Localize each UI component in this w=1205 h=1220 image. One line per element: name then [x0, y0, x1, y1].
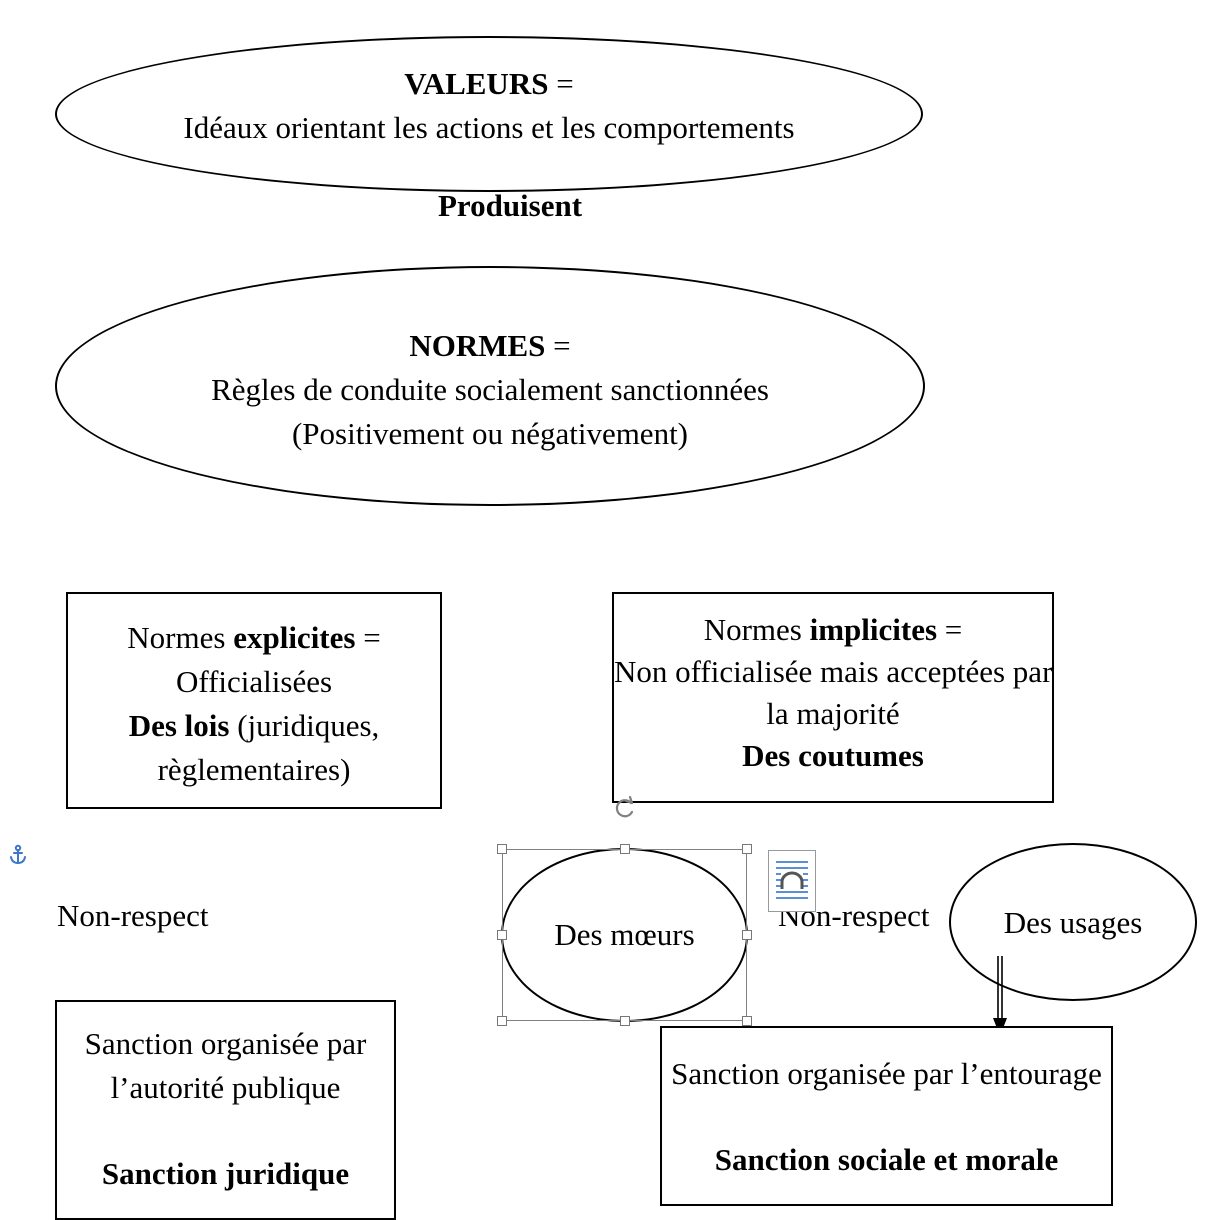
entourage-line1: Sanction organisée par l’entourage: [671, 1056, 1102, 1091]
normes-explicites-box: Normes explicites = Officialisées Des lo…: [66, 592, 442, 809]
publique-bold: Sanction juridique: [101, 1156, 350, 1191]
resize-handle[interactable]: [620, 1016, 630, 1026]
anchor-icon[interactable]: [8, 844, 28, 866]
resize-handle[interactable]: [742, 1016, 752, 1026]
produisent-label: Produisent: [437, 188, 583, 223]
double-arrow: [990, 956, 1010, 1036]
rotate-handle-icon[interactable]: [611, 794, 639, 822]
layout-options-icon[interactable]: [768, 850, 816, 912]
normes-line2: (Positivement ou négativement): [291, 416, 689, 451]
valeurs-title: VALEURS: [404, 66, 549, 101]
implicites-line2: Non officialisée mais acceptées par: [614, 654, 1053, 689]
normes-ellipse: NORMES = Règles de conduite socialement …: [55, 266, 925, 506]
resize-handle[interactable]: [620, 844, 630, 854]
usages-label: Des usages: [1003, 905, 1143, 940]
sanction-publique-box: Sanction organisée par l’autorité publiq…: [55, 1000, 396, 1220]
implicites-line3: la majorité: [766, 696, 900, 731]
moeurs-label: Des mœurs: [554, 917, 695, 952]
explicites-line2: Officialisées: [175, 664, 333, 699]
implicites-line4: Des coutumes: [742, 738, 924, 773]
explicites-line1: Normes explicites =: [127, 620, 381, 655]
valeurs-ellipse: VALEURS = Idéaux orientant les actions e…: [55, 36, 923, 192]
explicites-line4: règlementaires): [157, 752, 351, 787]
resize-handle[interactable]: [742, 844, 752, 854]
explicites-line3: Des lois (juridiques,: [128, 708, 380, 743]
valeurs-title-line: VALEURS =: [404, 66, 574, 101]
non-respect-left-label: Non-respect: [57, 898, 209, 933]
valeurs-description: Idéaux orientant les actions et les comp…: [183, 110, 795, 145]
normes-title-line: NORMES =: [409, 328, 571, 363]
implicites-line1: Normes implicites =: [703, 612, 963, 647]
selection-frame: [502, 849, 747, 1021]
normes-line1: Règles de conduite socialement sanctionn…: [211, 372, 769, 407]
publique-line1: Sanction organisée par: [84, 1026, 367, 1061]
sanction-entourage-box: Sanction organisée par l’entourage Sanct…: [660, 1026, 1113, 1206]
entourage-bold: Sanction sociale et morale: [714, 1142, 1059, 1177]
resize-handle[interactable]: [497, 1016, 507, 1026]
normes-title: NORMES: [409, 328, 546, 363]
usages-ellipse: Des usages: [949, 843, 1197, 1001]
publique-line2: l’autorité publique: [110, 1070, 341, 1105]
resize-handle[interactable]: [742, 930, 752, 940]
normes-implicites-box: Normes implicites = Non officialisée mai…: [612, 592, 1054, 803]
resize-handle[interactable]: [497, 844, 507, 854]
resize-handle[interactable]: [497, 930, 507, 940]
